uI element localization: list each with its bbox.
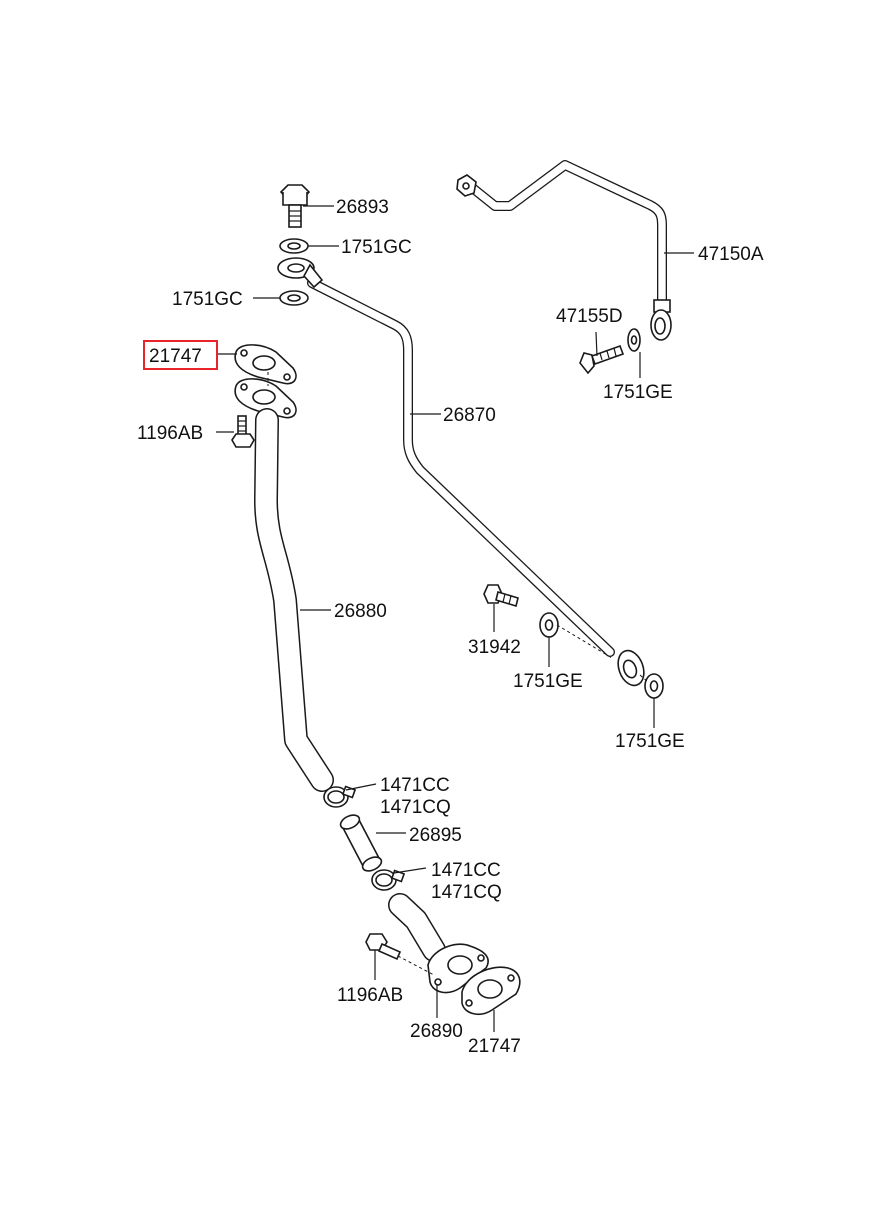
assembly-lines — [267, 372, 649, 976]
label-31942[interactable]: 31942 — [468, 637, 521, 658]
label-21747-bottom[interactable]: 21747 — [468, 1036, 521, 1057]
washer-1751gc-b[interactable] — [279, 290, 309, 306]
gasket-21747-bottom[interactable] — [461, 966, 521, 1015]
label-47155d[interactable]: 47155D — [556, 306, 623, 327]
washer-1751ge-c[interactable] — [644, 673, 664, 699]
label-26893[interactable]: 26893 — [336, 197, 389, 218]
hose-clamp-1471cc-lower[interactable] — [371, 869, 406, 891]
bolt-1196ab-bottom[interactable] — [365, 933, 402, 961]
label-1471cq-b[interactable]: 1471CQ — [431, 882, 502, 903]
label-1196ab-bottom[interactable]: 1196AB — [337, 985, 403, 1006]
bolt-47155d[interactable] — [579, 344, 625, 375]
oil-pipe-47150a[interactable] — [456, 160, 672, 341]
bolt-1196ab-top[interactable] — [231, 415, 255, 448]
washer-1751ge-b[interactable] — [539, 612, 559, 638]
hose-26895[interactable] — [338, 812, 383, 873]
bolt-31942[interactable] — [483, 584, 519, 608]
leader-lines — [216, 205, 694, 1032]
label-1751gc-a[interactable]: 1751GC — [341, 237, 412, 258]
label-26870[interactable]: 26870 — [443, 405, 496, 426]
label-21747-top[interactable]: 21747 — [149, 346, 202, 367]
label-47150a[interactable]: 47150A — [698, 244, 764, 265]
highlight-box-21747 — [143, 340, 218, 370]
bolt-26893[interactable] — [279, 184, 311, 228]
label-1196ab-top[interactable]: 1196AB — [137, 423, 203, 444]
hose-clamp-1471cc-upper[interactable] — [323, 785, 357, 808]
washer-1751gc-a[interactable] — [279, 238, 309, 254]
label-1471cc-a[interactable]: 1471CC — [380, 775, 450, 796]
label-26880[interactable]: 26880 — [334, 601, 387, 622]
label-26890[interactable]: 26890 — [410, 1021, 463, 1042]
eye-fitting-26870[interactable] — [277, 257, 324, 289]
label-26895[interactable]: 26895 — [409, 825, 462, 846]
drain-tube-26880[interactable] — [254, 408, 334, 792]
lower-pipe-26890[interactable] — [388, 893, 489, 994]
gasket-21747-top[interactable] — [234, 344, 297, 385]
washer-1751ge-a[interactable] — [627, 328, 641, 352]
part-labels: 26893 1751GC 1751GC 21747 1196AB 26870 4… — [137, 197, 764, 1057]
oil-pipe-26870[interactable] — [307, 278, 648, 689]
flange-26880-top[interactable] — [234, 378, 297, 419]
label-1471cq-a[interactable]: 1471CQ — [380, 797, 451, 818]
label-1751gc-b[interactable]: 1751GC — [172, 289, 243, 310]
label-1471cc-b[interactable]: 1471CC — [431, 860, 501, 881]
label-1751ge-c[interactable]: 1751GE — [615, 731, 685, 752]
label-1751ge-a[interactable]: 1751GE — [603, 382, 673, 403]
label-1751ge-b[interactable]: 1751GE — [513, 671, 583, 692]
